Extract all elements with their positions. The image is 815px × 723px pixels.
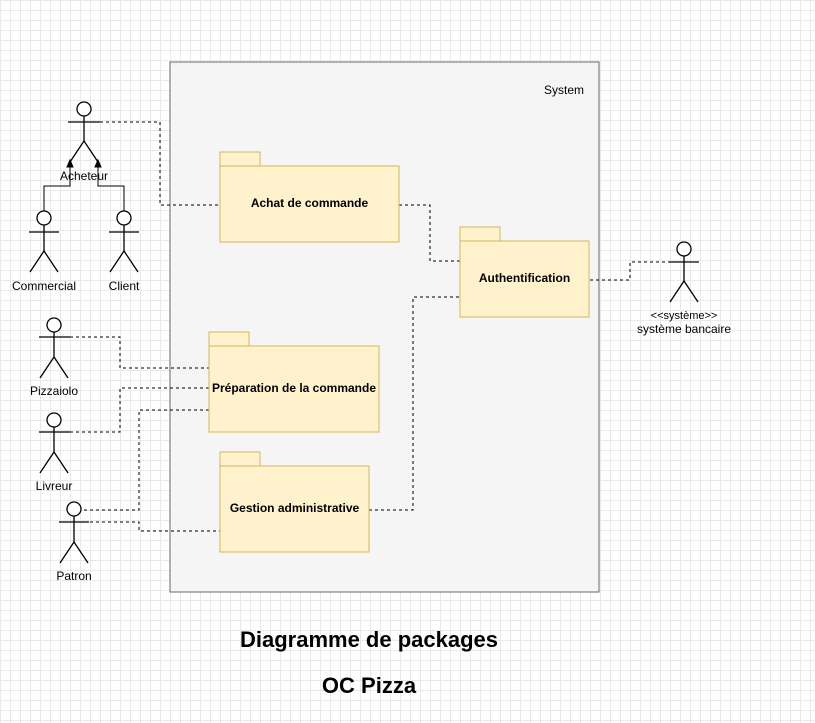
- diagram-subtitle: OC Pizza: [322, 673, 417, 698]
- package-gestion-administrative[interactable]: Gestion administrative: [219, 451, 370, 553]
- system-label: System: [544, 83, 584, 97]
- actor-stereotype-banque: <<système>>: [651, 310, 718, 322]
- generalization-tree: [43, 158, 125, 211]
- actor-pizzaiolo[interactable]: Pizzaiolo: [30, 317, 78, 398]
- package-preparation-de-la-commande[interactable]: Préparation de la commande: [208, 331, 380, 433]
- actor-label-banque: système bancaire: [637, 322, 731, 336]
- package-label-achat: Achat de commande: [251, 196, 369, 210]
- actor-systeme-bancaire[interactable]: <<système>> système bancaire: [637, 241, 731, 336]
- connector-patron-preparation[interactable]: [84, 409, 209, 511]
- actor-label-livreur: Livreur: [36, 479, 73, 493]
- connector-auth-banque[interactable]: [590, 261, 669, 281]
- connectors: [70, 121, 669, 532]
- package-achat-de-commande[interactable]: Achat de commande: [219, 151, 400, 243]
- actor-label-commercial: Commercial: [12, 279, 76, 293]
- diagram-title: Diagramme de packages: [240, 627, 498, 652]
- actor-livreur[interactable]: Livreur: [36, 412, 73, 493]
- connector-acheteur-achat[interactable]: [100, 121, 220, 206]
- actor-label-client: Client: [109, 279, 140, 293]
- actor-label-patron: Patron: [56, 569, 91, 583]
- connector-patron-gestion[interactable]: [84, 521, 220, 532]
- package-label-gestion: Gestion administrative: [230, 501, 360, 515]
- connector-livreur-preparation[interactable]: [70, 387, 209, 433]
- actor-label-acheteur: Acheteur: [60, 169, 108, 183]
- connector-pizzaiolo-preparation[interactable]: [70, 336, 209, 369]
- actor-acheteur[interactable]: Acheteur: [60, 101, 108, 183]
- actor-patron[interactable]: Patron: [56, 501, 92, 583]
- generalization-arrow-commercial: [66, 158, 74, 168]
- connector-achat-auth[interactable]: [399, 204, 460, 262]
- actor-commercial[interactable]: Commercial: [12, 210, 76, 293]
- actor-label-pizzaiolo: Pizzaiolo: [30, 384, 78, 398]
- package-label-auth: Authentification: [479, 271, 570, 285]
- generalization-arrow-client: [94, 158, 102, 168]
- connector-gestion-auth[interactable]: [369, 296, 460, 511]
- package-authentification[interactable]: Authentification: [459, 226, 590, 318]
- actor-client[interactable]: Client: [109, 210, 140, 293]
- package-label-preparation: Préparation de la commande: [212, 381, 376, 395]
